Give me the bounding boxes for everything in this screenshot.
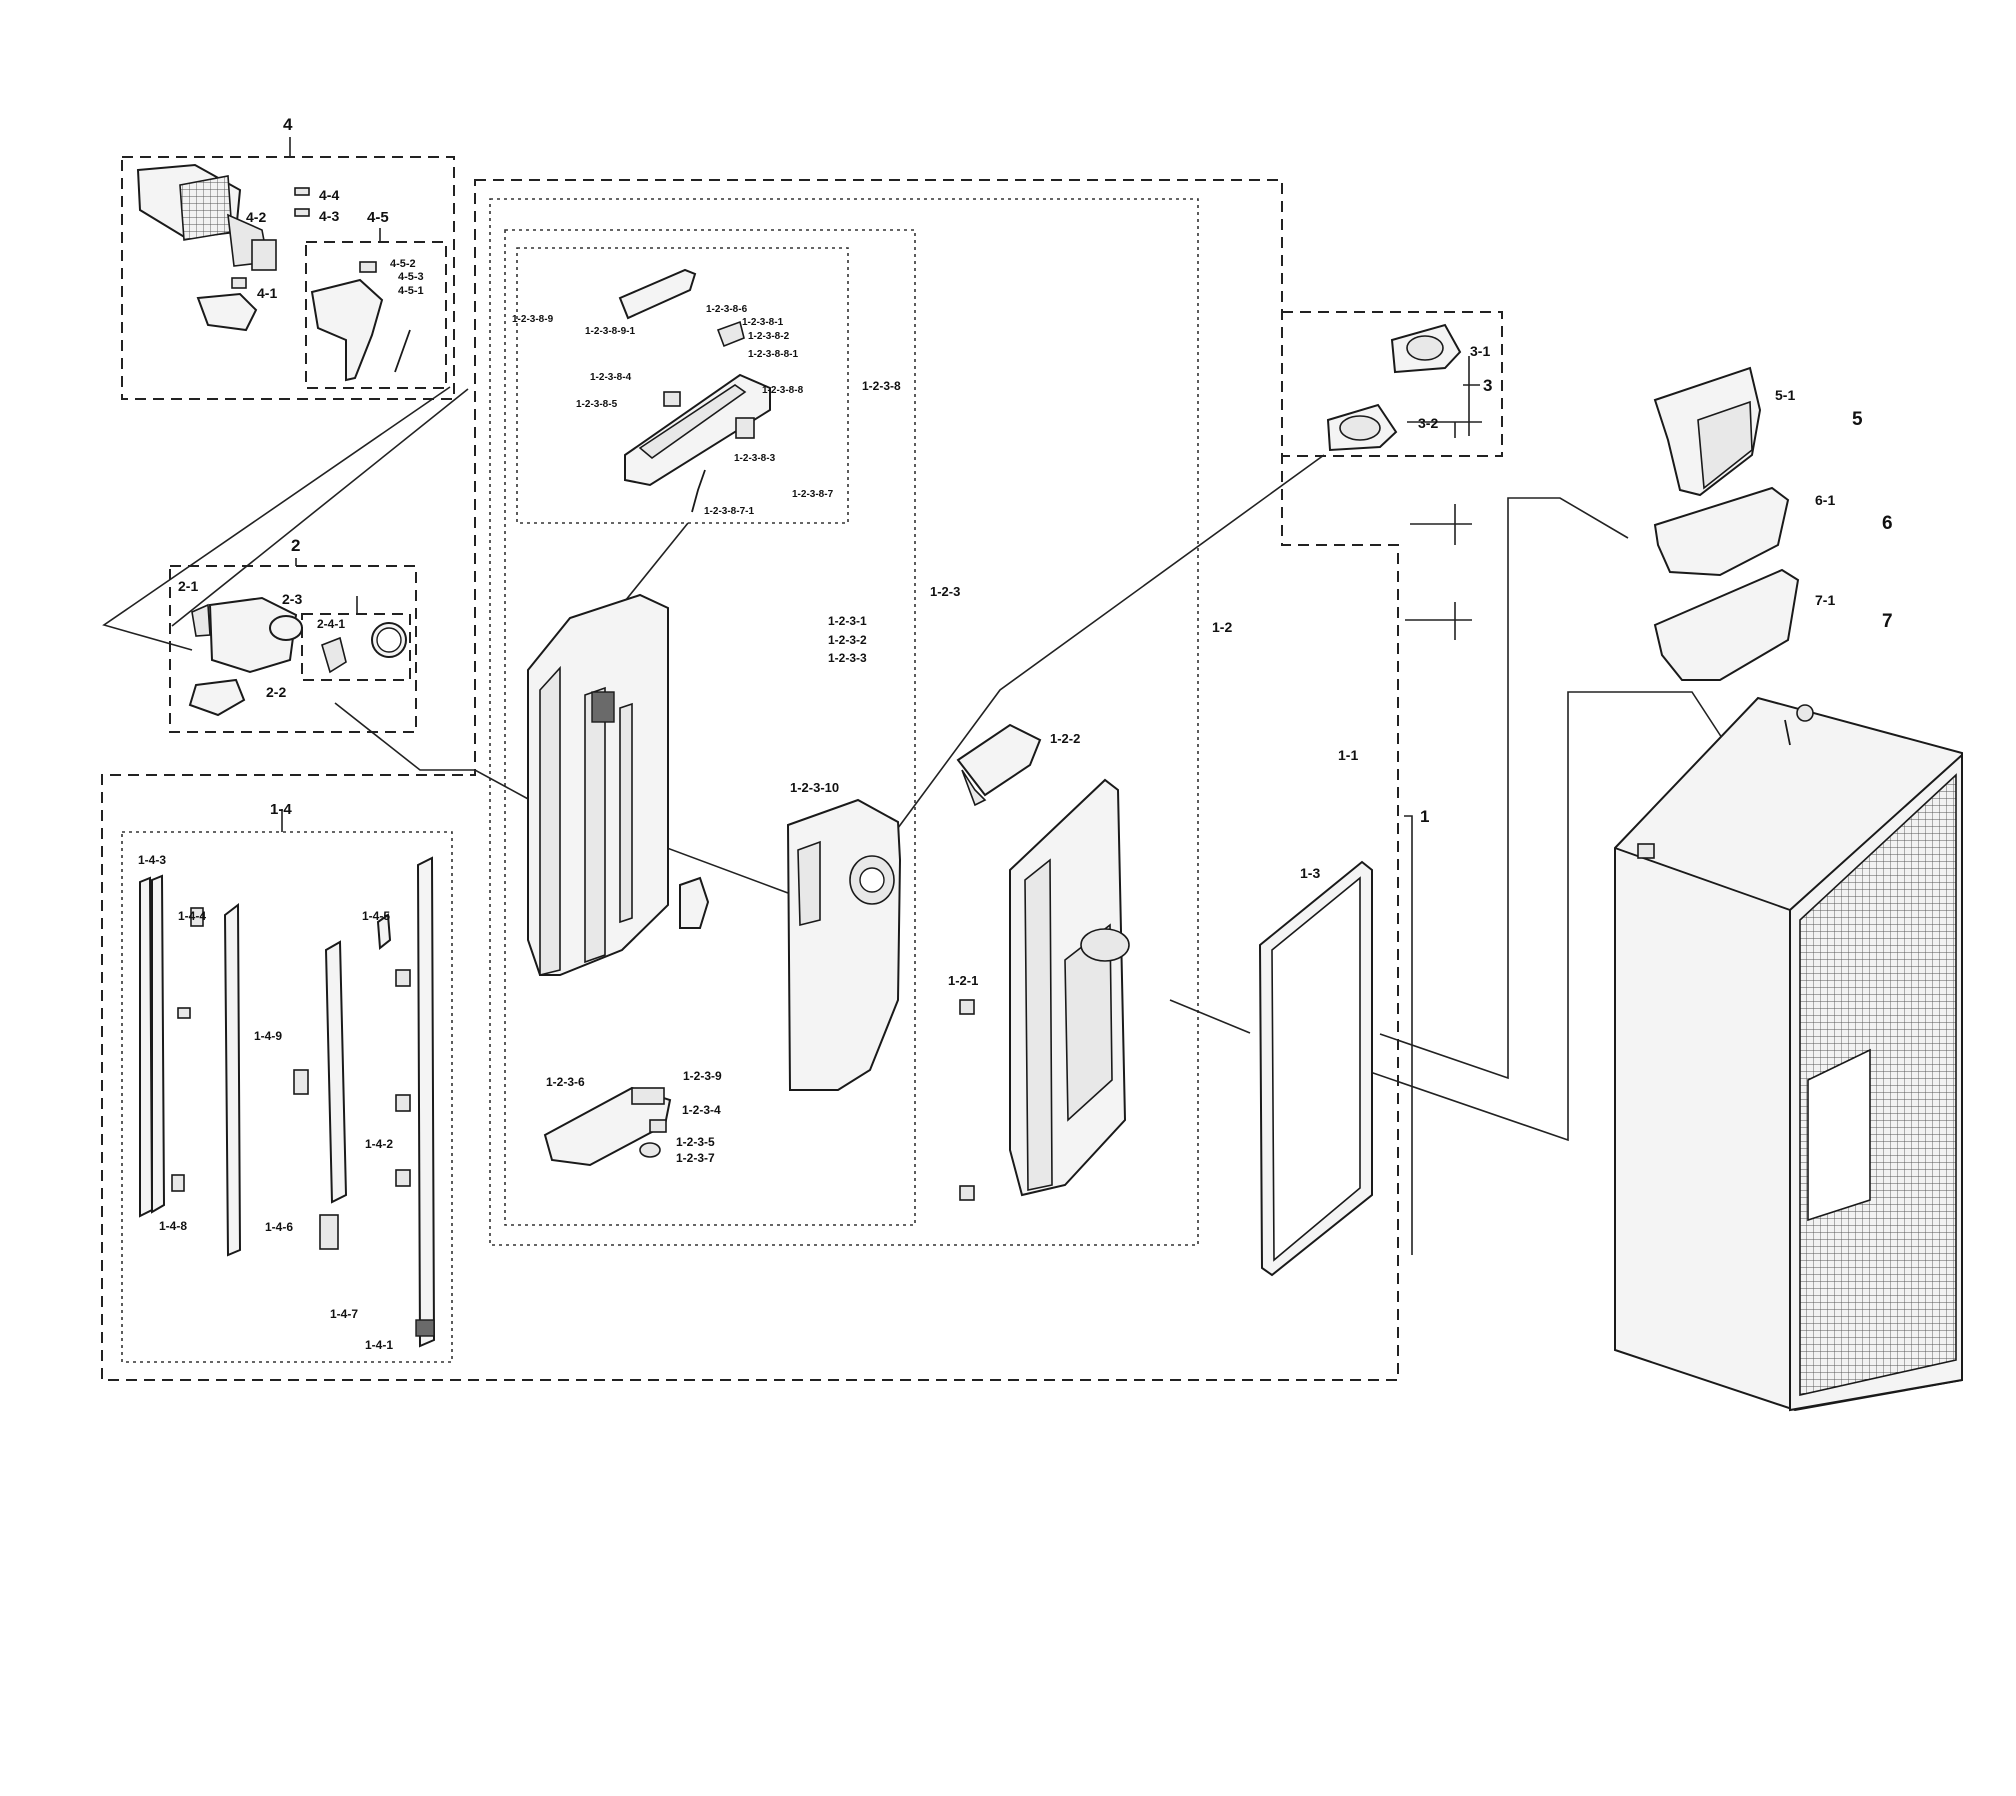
label-2-3: 2-3 [282,591,302,607]
label-1-4-5: 1-4-5 [362,909,390,923]
label-4-5-1: 4-5-1 [398,285,424,297]
group-1-2-3-frame [504,229,916,1226]
label-1-2-3-8-7-1: 1-2-3-8-7-1 [704,506,754,517]
label-1-2-3-8-9: 1-2-3-8-9 [512,314,554,325]
label-1-4-1: 1-4-1 [365,1338,393,1352]
label-1-2-3-5: 1-2-3-5 [676,1135,715,1149]
label-group-1-2-3: 1-2-3 [930,584,960,599]
label-group-1-2-1: 1-2-1 [948,973,978,988]
label-3-1: 3-1 [1470,343,1490,359]
group-1-2-parts [956,723,1130,1201]
label-group-3: 3 [1483,376,1492,395]
label-1-4-6: 1-4-6 [265,1220,293,1234]
label-group-1-1: 1-1 [1338,747,1358,763]
label-1-2-3-3: 1-2-3-3 [828,651,867,665]
label-1-2-3-8-6: 1-2-3-8-6 [706,304,748,315]
label-1-2-3-8-2: 1-2-3-8-2 [748,331,790,342]
group-1-frame [101,179,1399,1381]
group-1-2-3-parts [527,593,902,1167]
label-1-2-3-10: 1-2-3-10 [790,780,839,795]
label-4-2: 4-2 [246,209,266,225]
label-4-3: 4-3 [319,208,339,224]
label-1-2-3-8-1: 1-2-3-8-1 [742,317,784,328]
label-1-4-7: 1-4-7 [330,1307,358,1321]
door-bins [1653,366,1800,681]
label-1-2-3-8-9-1: 1-2-3-8-9-1 [585,326,635,337]
callout-labels: 4 4-5 2 1-4 3 5 6 7 1 1-1 1-2 1-2-1 1-2-… [138,115,1893,1352]
label-group-5: 5 [1852,409,1863,430]
group-2-frame [169,565,417,733]
group-3-parts [1326,323,1462,452]
group-1-2-3-8-frame [516,247,849,524]
label-group-1-2-2: 1-2-2 [1050,731,1080,746]
label-group-2: 2 [291,536,300,555]
group-4-parts [136,163,411,382]
group-2-4-frame [301,613,411,681]
label-1-4-8: 1-4-8 [159,1219,187,1233]
label-1-2-3-6: 1-2-3-6 [546,1075,585,1089]
label-group-1-2: 1-2 [1212,619,1232,635]
label-1-2-3-8-8: 1-2-3-8-8 [762,385,804,396]
label-7-1: 7-1 [1815,592,1835,608]
label-4-4: 4-4 [319,187,339,203]
label-1-2-3-8: 1-2-3-8 [862,379,901,393]
label-group-1-3: 1-3 [1300,865,1320,881]
label-2-4-1: 2-4-1 [317,617,345,631]
label-1-2-3-8-8-1: 1-2-3-8-8-1 [748,349,798,360]
label-1-2-3-9: 1-2-3-9 [683,1069,722,1083]
label-group-6: 6 [1882,513,1893,534]
label-6-1: 6-1 [1815,492,1835,508]
label-1-2-3-8-7: 1-2-3-8-7 [792,489,834,500]
label-1-4-2: 1-4-2 [365,1137,393,1151]
label-4-1: 4-1 [257,285,277,301]
label-group-1: 1 [1420,807,1429,826]
label-1-2-3-2: 1-2-3-2 [828,633,867,647]
group-2-parts [188,596,407,717]
group-4-frame [121,156,455,400]
label-1-2-3-4: 1-2-3-4 [682,1103,721,1117]
label-1-2-3-7: 1-2-3-7 [676,1151,715,1165]
label-1-2-3-8-5: 1-2-3-8-5 [576,399,618,410]
group-1-2-3-8-parts [618,268,771,513]
label-4-5-2: 4-5-2 [390,258,416,270]
group-frames [101,156,1503,1381]
label-1-4-4: 1-4-4 [178,909,206,923]
label-group-7: 7 [1882,611,1893,632]
group-1-4-frame [121,831,453,1363]
label-2-1: 2-1 [178,578,198,594]
group-1-2-frame [489,198,1199,1246]
label-1-2-3-8-4: 1-2-3-8-4 [590,372,632,383]
label-3-2: 3-2 [1418,415,1438,431]
label-1-2-3-1: 1-2-3-1 [828,614,867,628]
refrigerator-cabinet [1614,696,1963,1412]
group-1-3-parts [1258,860,1373,1277]
label-4-5-3: 4-5-3 [398,271,424,283]
label-group-4-5: 4-5 [367,209,389,226]
label-1-2-3-8-3: 1-2-3-8-3 [734,453,776,464]
label-1-4-9: 1-4-9 [254,1029,282,1043]
label-5-1: 5-1 [1775,387,1795,403]
label-1-4-3: 1-4-3 [138,853,166,867]
label-2-2: 2-2 [266,684,286,700]
group-1-4-parts [139,856,436,1348]
label-group-4: 4 [283,115,293,134]
label-group-1-4: 1-4 [270,801,292,818]
